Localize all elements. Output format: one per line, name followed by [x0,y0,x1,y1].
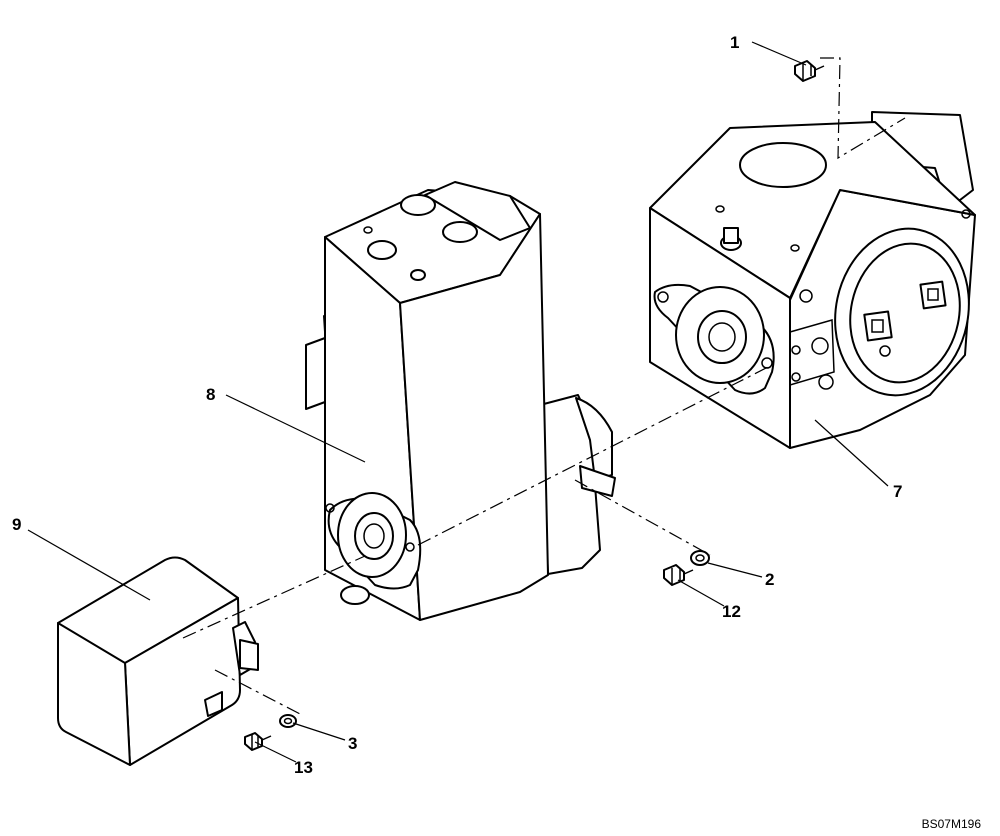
callout-3: 3 [348,734,357,753]
callout-8: 8 [206,385,215,404]
part-7-rear-pump [649,111,976,449]
part-1-bolt [794,60,825,82]
callout-1: 1 [730,33,739,52]
leader-lines [27,41,889,763]
part-12-bolt [663,564,694,586]
callout-7: 7 [893,482,902,501]
callout-2: 2 [765,570,774,589]
part-9-front-pump [57,556,259,766]
callout-13: 13 [294,758,313,777]
drawing-id: BS07M196 [922,817,982,831]
part-8-middle-pump [305,181,616,621]
callout-12: 12 [722,602,741,621]
part-3-washer [279,714,297,728]
part-2-washer [690,550,710,566]
callouts: 1 2 3 7 8 9 12 13 [12,33,902,777]
callout-9: 9 [12,515,21,534]
assembly-axes [182,57,906,716]
